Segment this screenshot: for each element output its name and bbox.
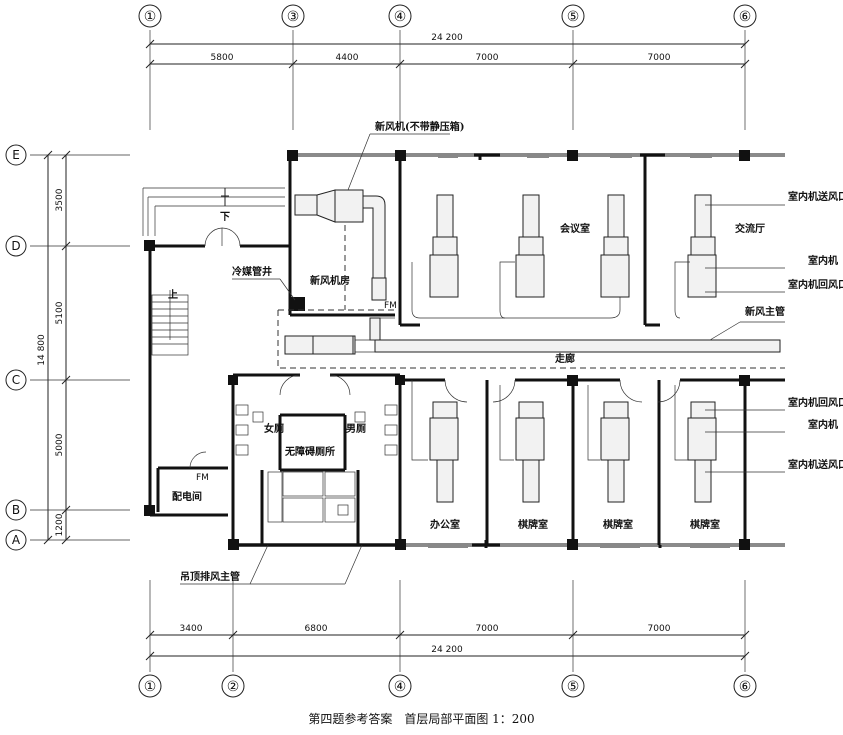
callout-return-inlet-bottom: 室内机回风口 xyxy=(788,396,843,409)
bottom-axis-bubbles xyxy=(138,674,757,698)
indoor-units-upper xyxy=(429,194,717,319)
fm-label-1: FM xyxy=(384,301,397,311)
axis-top-4: ④ xyxy=(394,9,407,25)
axis-bottom-4: ④ xyxy=(394,679,407,695)
exchange-hall-label: 交流厅 xyxy=(735,222,765,235)
axis-bottom-2: ② xyxy=(227,679,240,695)
left-total-dimension: 14 800 xyxy=(37,334,47,366)
stair-up-label: 上 xyxy=(168,288,178,301)
top-dim-3: 7000 xyxy=(476,53,499,63)
axis-left-A: A xyxy=(12,533,21,547)
top-dim-1: 5800 xyxy=(211,53,234,63)
left-dim-1: 3500 xyxy=(55,188,65,211)
bottom-dim-3: 7000 xyxy=(476,624,499,634)
axis-top-6: ⑥ xyxy=(739,9,752,25)
indoor-units-lower xyxy=(411,380,717,503)
fresh-air-room-label: 新风机房 xyxy=(310,274,350,287)
bottom-dim-4: 7000 xyxy=(648,624,671,634)
axis-left-B: B xyxy=(12,503,20,517)
corridor-dashed-outline xyxy=(277,225,785,369)
bottom-dim-2: 6800 xyxy=(305,624,328,634)
fresh-air-unit xyxy=(294,189,387,301)
top-total-dimension: 24 200 xyxy=(431,33,463,43)
door-swings xyxy=(279,374,681,403)
callout-supply-outlet-bottom: 室内机送风口 xyxy=(788,458,843,471)
toilet-fixtures xyxy=(235,404,398,523)
left-axis-bubbles xyxy=(5,144,27,551)
axis-left-E: E xyxy=(12,148,20,162)
cold-pipe-shaft-label: 冷媒管井 xyxy=(232,265,272,278)
axis-top-5: ⑤ xyxy=(567,9,580,25)
staircase xyxy=(151,290,189,356)
top-axis-bubbles xyxy=(138,4,757,28)
fm-label-2: FM xyxy=(196,473,209,483)
bottom-dim-1: 3400 xyxy=(180,624,203,634)
fresh-air-main-duct xyxy=(284,262,781,355)
figure-caption: 第四题参考答案 首层局部平面图 1：200 xyxy=(308,712,535,726)
chess-room-1-label: 棋牌室 xyxy=(517,518,548,531)
female-wc-label: 女厕 xyxy=(264,422,284,435)
axis-bottom-6: ⑥ xyxy=(739,679,752,695)
windows xyxy=(428,153,730,548)
left-dim-3: 5000 xyxy=(55,433,65,456)
axis-bottom-5: ⑤ xyxy=(567,679,580,695)
right-callout-leaders xyxy=(705,204,785,473)
down-label: 下 xyxy=(220,211,230,223)
axis-left-D: D xyxy=(11,239,20,253)
top-dim-2: 4400 xyxy=(336,53,359,63)
callout-return-inlet-top: 室内机回风口 xyxy=(788,278,843,291)
axis-top-3: ③ xyxy=(287,9,300,25)
left-dim-4: 1200 xyxy=(55,513,65,536)
top-dim-4: 7000 xyxy=(648,53,671,63)
accessible-wc-label: 无障碍厕所 xyxy=(284,445,335,458)
fresh-air-unit-label: 新风机(不带静压箱) xyxy=(375,120,464,133)
office-label: 办公室 xyxy=(430,518,460,531)
bottom-total-dimension: 24 200 xyxy=(431,645,463,655)
axis-left-C: C xyxy=(12,373,20,387)
partitions xyxy=(472,153,665,548)
distribution-room-label: 配电间 xyxy=(172,490,202,503)
axis-bottom-1: ① xyxy=(144,679,157,695)
left-dimension-lines xyxy=(30,150,130,545)
corridor-label: 走廊 xyxy=(554,352,575,365)
callout-supply-outlet-top: 室内机送风口 xyxy=(788,190,843,203)
chess-room-2-label: 棋牌室 xyxy=(602,518,633,531)
entrance-door xyxy=(204,188,241,247)
male-wc-label: 男厕 xyxy=(346,423,366,435)
top-dimension-lines xyxy=(145,30,750,130)
callout-indoor-unit-top: 室内机 xyxy=(808,254,838,267)
exhaust-main-label: 吊顶排风主管 xyxy=(180,570,240,583)
left-dim-2: 5100 xyxy=(55,301,65,324)
axis-top-1: ① xyxy=(144,9,157,25)
chess-room-3-label: 棋牌室 xyxy=(689,518,720,531)
bottom-dimension-lines xyxy=(145,580,750,672)
callout-indoor-unit-bottom: 室内机 xyxy=(808,418,838,431)
meeting-room-label: 会议室 xyxy=(560,222,590,235)
fresh-air-main-label: 新风主管 xyxy=(745,305,785,318)
